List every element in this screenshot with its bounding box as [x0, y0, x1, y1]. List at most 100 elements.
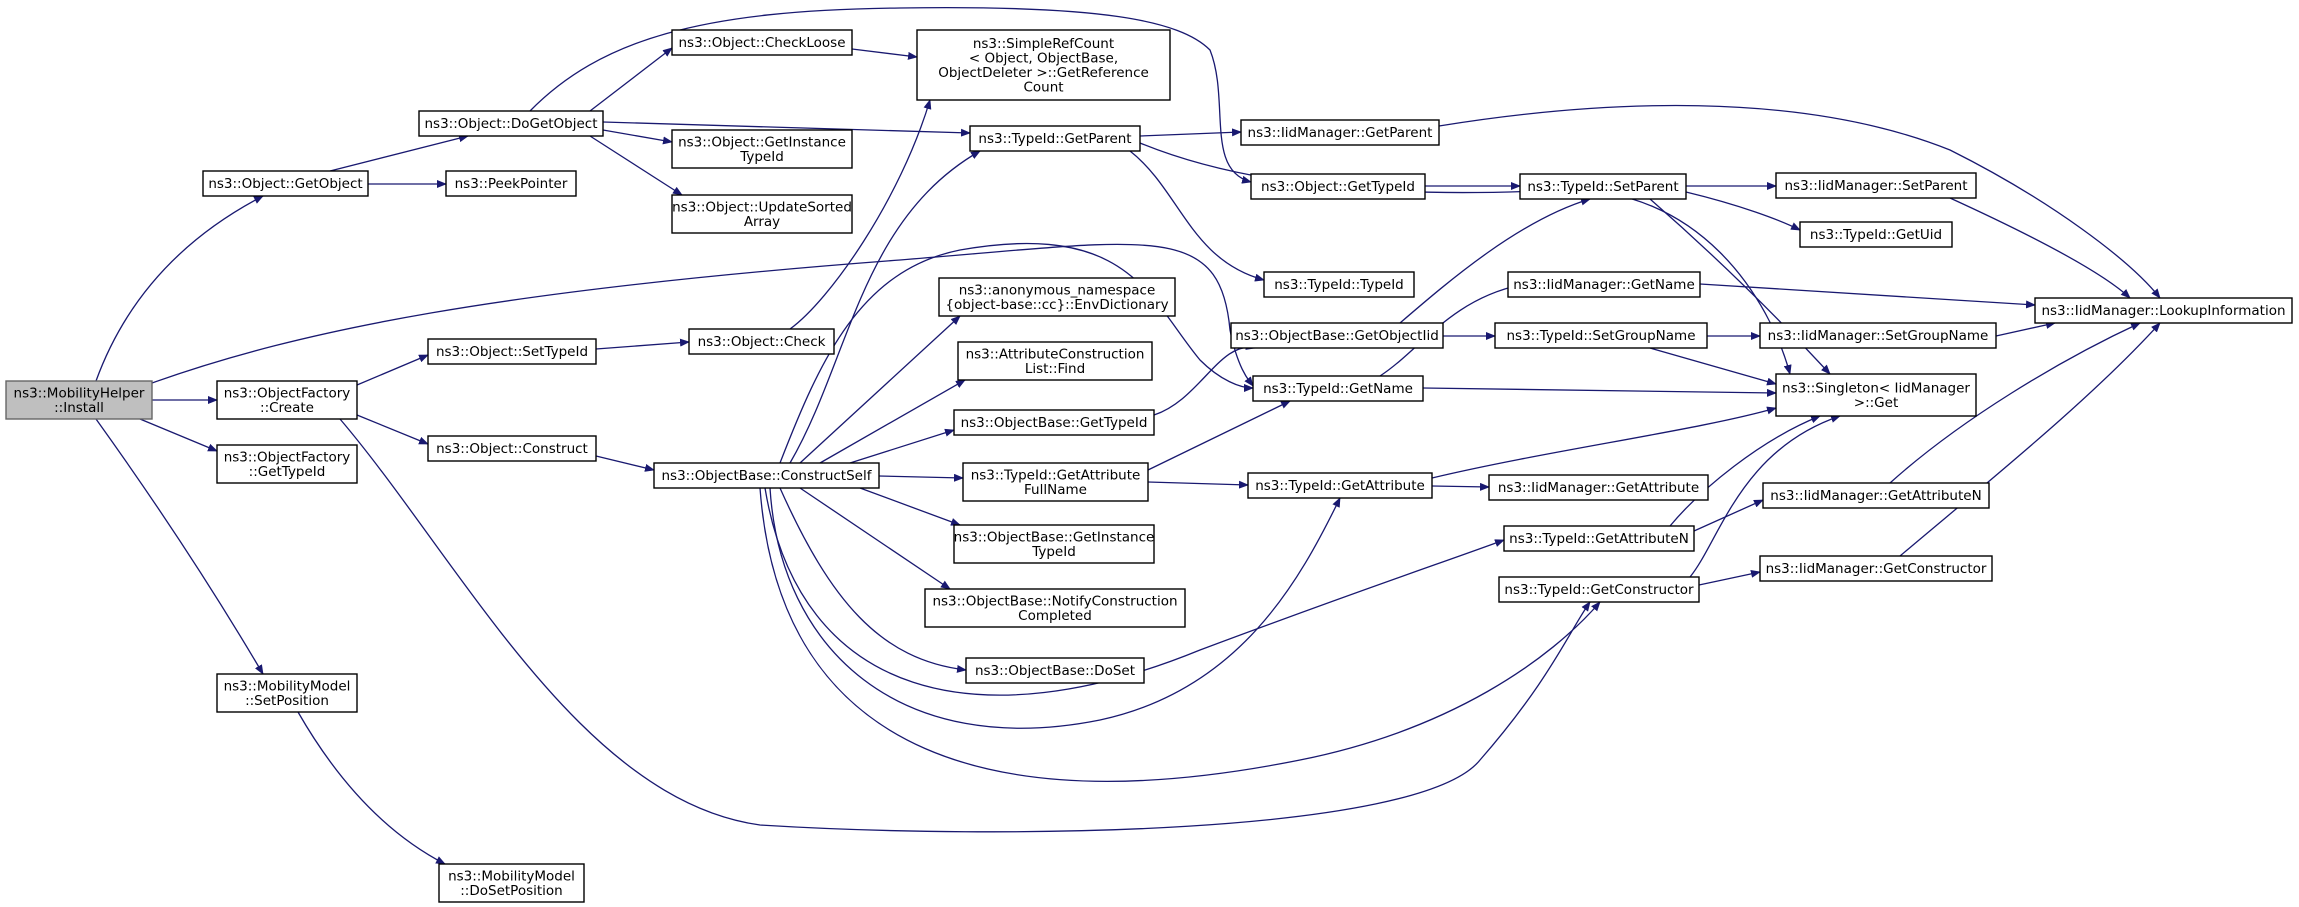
edge-n1-n5 [329, 134, 469, 172]
node-n35[interactable]: ns3::TypeId::GetConstructor [1498, 576, 1700, 603]
node-label: ns3::Object::GetInstance [678, 134, 846, 150]
node-label: ns3::Object::DoGetObject [424, 116, 597, 132]
edge-n5-n11 [602, 129, 673, 145]
node-label: Count [1023, 79, 1063, 95]
node-n10[interactable]: ns3::Object::CheckLoose [671, 29, 853, 56]
node-n39[interactable]: ns3::Singleton< IidManager>::Get [1775, 373, 1977, 417]
node-n41[interactable]: ns3::IidManager::GetConstructor [1759, 555, 1993, 582]
node-box [1247, 472, 1433, 499]
node-label: ns3::ObjectFactory [224, 449, 351, 465]
node-label: ::SetPosition [245, 693, 329, 709]
edge-n14-n21 [859, 487, 961, 526]
node-n16[interactable]: ns3::TypeId::GetParent [969, 125, 1141, 152]
node-box [962, 462, 1149, 502]
node-n25[interactable]: ns3::Object::GetTypeId [1250, 173, 1426, 200]
node-n5[interactable]: ns3::Object::DoGetObject [418, 110, 604, 137]
node-n23[interactable]: ns3::ObjectBase::DoSet [965, 657, 1145, 684]
node-box [216, 380, 358, 420]
node-box [688, 328, 835, 355]
node-n32[interactable]: ns3::TypeId::SetGroupName [1494, 322, 1708, 349]
node-box [1519, 173, 1687, 200]
node-box [202, 170, 369, 197]
edge-n32-n39 [1649, 347, 1777, 386]
node-n26[interactable]: ns3::TypeId::TypeId [1263, 271, 1415, 298]
node-n28[interactable]: ns3::TypeId::GetName [1252, 375, 1424, 402]
node-n13[interactable]: ns3::Object::Check [688, 328, 835, 355]
node-n42[interactable]: ns3::IidManager::LookupInformation [2034, 297, 2293, 324]
node-n17[interactable]: ns3::anonymous_namespace{object-base::cc… [938, 277, 1176, 317]
node-label: ::Create [260, 400, 314, 416]
node-box [1762, 482, 1990, 509]
node-n1[interactable]: ns3::Object::GetObject [202, 170, 369, 197]
node-label: ns3::SimpleRefCount [973, 36, 1114, 52]
edge-n2-n8 [356, 414, 429, 445]
node-n8[interactable]: ns3::Object::Construct [427, 435, 597, 462]
edge-n40-n42 [1889, 322, 2141, 484]
edge-n14-n17 [799, 315, 961, 464]
node-n27[interactable]: ns3::ObjectBase::GetObjectIid [1230, 322, 1444, 349]
node-box [1799, 221, 1953, 248]
edge-n0-n28 [151, 243, 1254, 387]
node-n33[interactable]: ns3::IidManager::GetAttribute [1488, 474, 1709, 501]
node-n31[interactable]: ns3::IidManager::GetName [1507, 271, 1701, 298]
node-label: ::Install [54, 400, 104, 416]
node-n29[interactable]: ns3::TypeId::GetAttribute [1247, 472, 1433, 499]
node-n19[interactable]: ns3::ObjectBase::GetTypeId [953, 409, 1155, 436]
edge-n27-n30 [1399, 197, 1591, 324]
node-n2[interactable]: ns3::ObjectFactory::Create [216, 380, 358, 420]
node-n40[interactable]: ns3::IidManager::GetAttributeN [1762, 482, 1990, 509]
edge-n2-n35 [339, 418, 1591, 833]
node-n15[interactable]: ns3::SimpleRefCount< Object, ObjectBase,… [916, 29, 1171, 101]
node-box [1759, 555, 1993, 582]
node-n22[interactable]: ns3::ObjectBase::NotifyConstructionCompl… [924, 588, 1186, 628]
edge-n41-n42 [1899, 322, 2161, 557]
node-label: ns3::Object::UpdateSorted [672, 199, 852, 215]
node-n7[interactable]: ns3::Object::SetTypeId [427, 338, 597, 365]
node-n9[interactable]: ns3::MobilityModel::DoSetPosition [438, 863, 585, 903]
node-label: ns3::TypeId::SetGroupName [1506, 328, 1695, 344]
node-label: ::DoSetPosition [460, 883, 562, 899]
edge-n5-n12 [589, 135, 683, 196]
node-label: ns3::TypeId::GetAttributeN [1509, 531, 1689, 547]
edge-n14-n23 [779, 487, 967, 673]
node-label: ns3::TypeId::GetConstructor [1504, 582, 1694, 598]
node-box [418, 110, 604, 137]
edge-n29-n39 [1431, 406, 1777, 479]
node-label: {object-base::cc}::EnvDictionary [945, 297, 1168, 313]
node-n38[interactable]: ns3::IidManager::SetGroupName [1759, 322, 1997, 349]
node-n14[interactable]: ns3::ObjectBase::ConstructSelf [653, 462, 880, 489]
node-label: ns3::IidManager::SetGroupName [1768, 328, 1989, 344]
node-label: List::Find [1025, 361, 1085, 377]
node-n34[interactable]: ns3::TypeId::GetAttributeN [1503, 525, 1695, 552]
edge-n16-n24 [1139, 128, 1242, 137]
node-n37[interactable]: ns3::TypeId::GetUid [1799, 221, 1953, 248]
edge-n5-n16 [602, 121, 971, 137]
node-n3[interactable]: ns3::ObjectFactory::GetTypeId [216, 444, 358, 484]
node-box [427, 338, 597, 365]
node-label: Array [744, 214, 780, 230]
edge-n2-n7 [356, 354, 429, 386]
node-label: ns3::PeekPointer [455, 176, 568, 192]
node-label: ns3::Object::GetTypeId [1261, 179, 1415, 195]
node-n24[interactable]: ns3::IidManager::GetParent [1240, 119, 1440, 146]
node-box [1503, 525, 1695, 552]
edge-n7-n13 [595, 338, 690, 350]
node-label: ns3::TypeId::GetAttribute [1255, 478, 1425, 494]
node-label: ns3::IidManager::LookupInformation [2041, 303, 2285, 319]
edge-n28-n39 [1422, 387, 1777, 397]
node-n6[interactable]: ns3::PeekPointer [445, 170, 577, 197]
edge-n0-n4 [95, 418, 264, 675]
node-n0[interactable]: ns3::MobilityHelper::Install [5, 380, 153, 420]
node-box [445, 170, 577, 197]
node-n36[interactable]: ns3::IidManager::SetParent [1775, 172, 1977, 199]
node-label: ns3::ObjectFactory [224, 385, 351, 401]
node-n30[interactable]: ns3::TypeId::SetParent [1519, 173, 1687, 200]
node-n4[interactable]: ns3::MobilityModel::SetPosition [216, 673, 358, 713]
node-box [216, 673, 358, 713]
